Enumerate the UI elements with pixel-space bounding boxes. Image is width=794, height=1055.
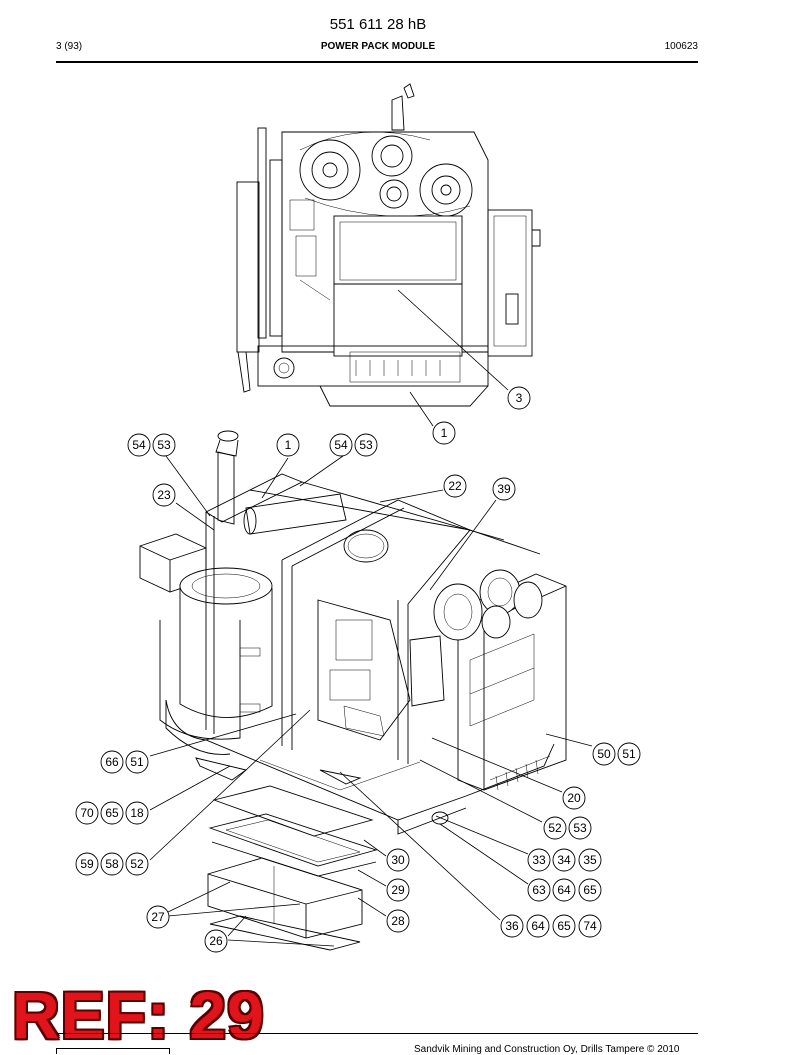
svg-text:64: 64 xyxy=(557,883,571,897)
callout-58: 58 xyxy=(100,852,124,876)
callout-70: 70 xyxy=(75,801,99,825)
callout-20: 20 xyxy=(562,786,586,810)
svg-text:51: 51 xyxy=(622,747,636,761)
callout-51: 51 xyxy=(617,742,641,766)
callout-29: 29 xyxy=(386,878,410,902)
page-number: 3 (93) xyxy=(56,41,83,52)
module-title: POWER PACK MODULE xyxy=(320,41,436,52)
callout-35: 35 xyxy=(578,848,602,872)
callout-18: 18 xyxy=(125,801,149,825)
callout-54: 54 xyxy=(329,433,353,457)
top-view xyxy=(236,83,541,407)
callout-3: 3 xyxy=(507,386,531,410)
callout-54: 54 xyxy=(127,433,151,457)
svg-text:65: 65 xyxy=(105,806,119,820)
svg-text:20: 20 xyxy=(567,791,581,805)
callout-52: 52 xyxy=(125,852,149,876)
header-rule xyxy=(56,61,698,63)
callout-27: 27 xyxy=(146,905,170,929)
callout-53: 53 xyxy=(152,433,176,457)
svg-text:53: 53 xyxy=(573,821,587,835)
svg-text:3: 3 xyxy=(516,391,523,405)
doc-number: 551 611 28 hB xyxy=(329,16,427,33)
svg-text:58: 58 xyxy=(105,857,119,871)
svg-text:39: 39 xyxy=(497,482,511,496)
ref-badge: REF: 29 xyxy=(12,978,265,1052)
svg-text:52: 52 xyxy=(548,821,562,835)
sandvik-logo xyxy=(56,1048,170,1054)
callout-50: 50 xyxy=(592,742,616,766)
callout-66: 66 xyxy=(100,750,124,774)
svg-text:54: 54 xyxy=(334,438,348,452)
callout-1: 1 xyxy=(276,433,300,457)
leader-lines xyxy=(149,289,593,947)
callout-30: 30 xyxy=(386,848,410,872)
callout-65: 65 xyxy=(100,801,124,825)
svg-text:27: 27 xyxy=(151,910,165,924)
svg-text:29: 29 xyxy=(391,883,405,897)
callout-53: 53 xyxy=(354,433,378,457)
callout-26: 26 xyxy=(204,929,228,953)
callout-64: 64 xyxy=(552,878,576,902)
callout-33: 33 xyxy=(527,848,551,872)
svg-text:1: 1 xyxy=(441,426,448,440)
svg-text:53: 53 xyxy=(157,438,171,452)
footer-copyright: Sandvik Mining and Construction Oy, Dril… xyxy=(414,1044,680,1055)
callout-23: 23 xyxy=(152,483,176,507)
exploded-plates xyxy=(207,785,378,951)
svg-text:70: 70 xyxy=(80,806,94,820)
svg-text:30: 30 xyxy=(391,853,405,867)
svg-text:50: 50 xyxy=(597,747,611,761)
callout-53: 53 xyxy=(568,816,592,840)
svg-text:35: 35 xyxy=(583,853,597,867)
svg-text:23: 23 xyxy=(157,488,171,502)
callout-22: 22 xyxy=(443,474,467,498)
isometric-view xyxy=(139,430,567,835)
svg-text:33: 33 xyxy=(532,853,546,867)
svg-text:36: 36 xyxy=(505,919,519,933)
callout-65: 65 xyxy=(552,914,576,938)
svg-text:63: 63 xyxy=(532,883,546,897)
svg-text:54: 54 xyxy=(132,438,146,452)
svg-text:53: 53 xyxy=(359,438,373,452)
callout-34: 34 xyxy=(552,848,576,872)
callout-65: 65 xyxy=(578,878,602,902)
svg-text:52: 52 xyxy=(130,857,144,871)
svg-text:22: 22 xyxy=(448,479,462,493)
svg-text:64: 64 xyxy=(531,919,545,933)
svg-text:34: 34 xyxy=(557,853,571,867)
svg-text:18: 18 xyxy=(130,806,144,820)
svg-text:66: 66 xyxy=(105,755,119,769)
callout-1-top: 1 xyxy=(432,421,456,445)
callout-28: 28 xyxy=(386,909,410,933)
callout-36: 36 xyxy=(500,914,524,938)
svg-text:1: 1 xyxy=(285,438,292,452)
revision-date: 100623 xyxy=(664,41,698,52)
callout-39: 39 xyxy=(492,477,516,501)
svg-text:65: 65 xyxy=(583,883,597,897)
callout-59: 59 xyxy=(75,852,99,876)
svg-text:65: 65 xyxy=(557,919,571,933)
callout-74: 74 xyxy=(578,914,602,938)
callout-51: 51 xyxy=(125,750,149,774)
svg-text:28: 28 xyxy=(391,914,405,928)
callout-63: 63 xyxy=(527,878,551,902)
callout-64: 64 xyxy=(526,914,550,938)
svg-text:59: 59 xyxy=(80,857,94,871)
svg-text:51: 51 xyxy=(130,755,144,769)
svg-text:74: 74 xyxy=(583,919,597,933)
footer-rule xyxy=(56,1033,698,1034)
svg-text:26: 26 xyxy=(209,934,223,948)
callout-52: 52 xyxy=(543,816,567,840)
